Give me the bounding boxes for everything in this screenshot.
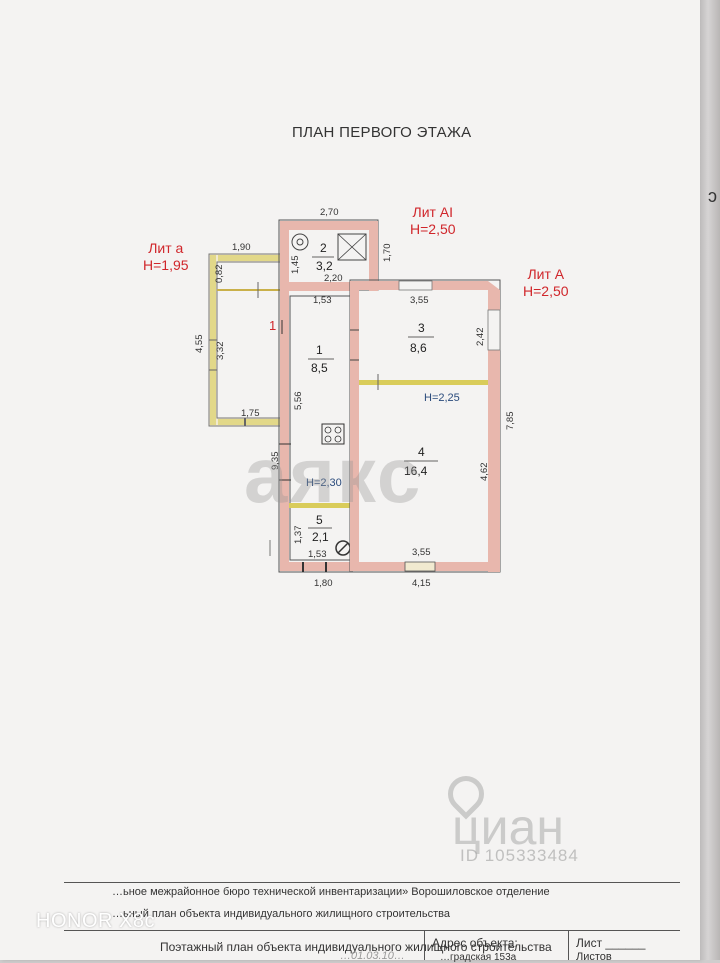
svg-text:8,6: 8,6 (410, 341, 427, 355)
lit-A-label: Лит А H=2,50 (523, 266, 569, 299)
title-block-row (64, 930, 680, 961)
room-4-label: 4 16,4 (404, 445, 438, 478)
footer-sheet-label: Лист ______ (576, 936, 646, 950)
title-block-divider (568, 930, 569, 960)
height-main: H=2,25 (424, 392, 460, 404)
svg-text:2: 2 (320, 241, 327, 255)
plan-title: ПЛАН ПЕРВОГО ЭТАЖА (292, 124, 472, 141)
footer-number: …01.03.10… (340, 950, 405, 962)
footer-address-label: Адрес объекта: (432, 936, 518, 950)
svg-text:2,1: 2,1 (312, 530, 329, 544)
dim-153-top: 1,53 (313, 295, 332, 306)
dim-170: 1,70 (382, 244, 393, 263)
dim-785: 7,85 (505, 412, 516, 431)
footer-address-value: …градская 153а (440, 952, 517, 963)
dim-355-bot: 3,55 (412, 547, 431, 558)
svg-text:3: 3 (418, 321, 425, 335)
dim-145: 1,45 (290, 256, 301, 275)
dim-top-a1: 2,70 (320, 207, 339, 218)
edge-mark: ɔ (708, 186, 717, 206)
dim-175: 1,75 (241, 408, 260, 419)
dim-180: 1,80 (314, 578, 333, 589)
ayaks-watermark: аякс (244, 431, 423, 519)
dim-455: 4,55 (194, 335, 205, 354)
footer-bureau-line: …ьное межрайонное бюро технической инвен… (112, 886, 550, 898)
title-block (64, 882, 680, 961)
cian-watermark: циан (452, 799, 564, 855)
dim-220: 2,20 (324, 273, 343, 284)
room-1-label: 1 8,5 (308, 343, 334, 375)
lit-a1-label: Лит АI H=2,50 (410, 204, 456, 237)
lit-A-structure (349, 279, 501, 573)
camera-watermark: HONOR X8c (36, 910, 155, 932)
page-edge (700, 0, 720, 960)
dim-556: 5,56 (293, 392, 304, 411)
svg-text:4: 4 (418, 445, 425, 459)
footer-object-line: …ьный план объекта индивидуального жилищ… (112, 908, 450, 920)
svg-text:16,4: 16,4 (404, 464, 428, 478)
room-5-label: 5 2,1 (308, 513, 332, 544)
height-entry: H=2,30 (306, 477, 342, 489)
dim-242: 2,42 (475, 328, 486, 347)
dim-462: 4,62 (479, 463, 490, 482)
svg-text:5: 5 (316, 513, 323, 527)
room-3-label: 3 8,6 (408, 321, 434, 355)
footer-sheets-label: Листов (576, 951, 612, 963)
entrance-marker: 1 (269, 318, 276, 333)
lit-a-structure (208, 253, 283, 427)
dim-137: 1,37 (293, 526, 304, 545)
dim-082: 0,82 (214, 265, 225, 284)
dim-153-bot: 1,53 (308, 549, 327, 560)
dim-355-top: 3,55 (410, 295, 429, 306)
svg-text:8,5: 8,5 (311, 361, 328, 375)
svg-text:1: 1 (316, 343, 323, 357)
dim-415: 4,15 (412, 578, 431, 589)
lit-a1-structure (278, 219, 379, 573)
dim-lit-a-top: 1,90 (232, 242, 251, 253)
footer-plan-caption: Поэтажный план объекта индивидуального ж… (160, 940, 552, 954)
dim-332: 3,32 (215, 342, 226, 361)
room-2-label: 2 3,2 (312, 241, 334, 273)
svg-text:3,2: 3,2 (316, 259, 333, 273)
cian-listing-id: ID 105333484 (460, 846, 579, 865)
dim-935: 9,35 (270, 452, 281, 471)
lit-a-label: Лит а H=1,95 (143, 240, 189, 273)
title-block-divider (424, 930, 425, 960)
